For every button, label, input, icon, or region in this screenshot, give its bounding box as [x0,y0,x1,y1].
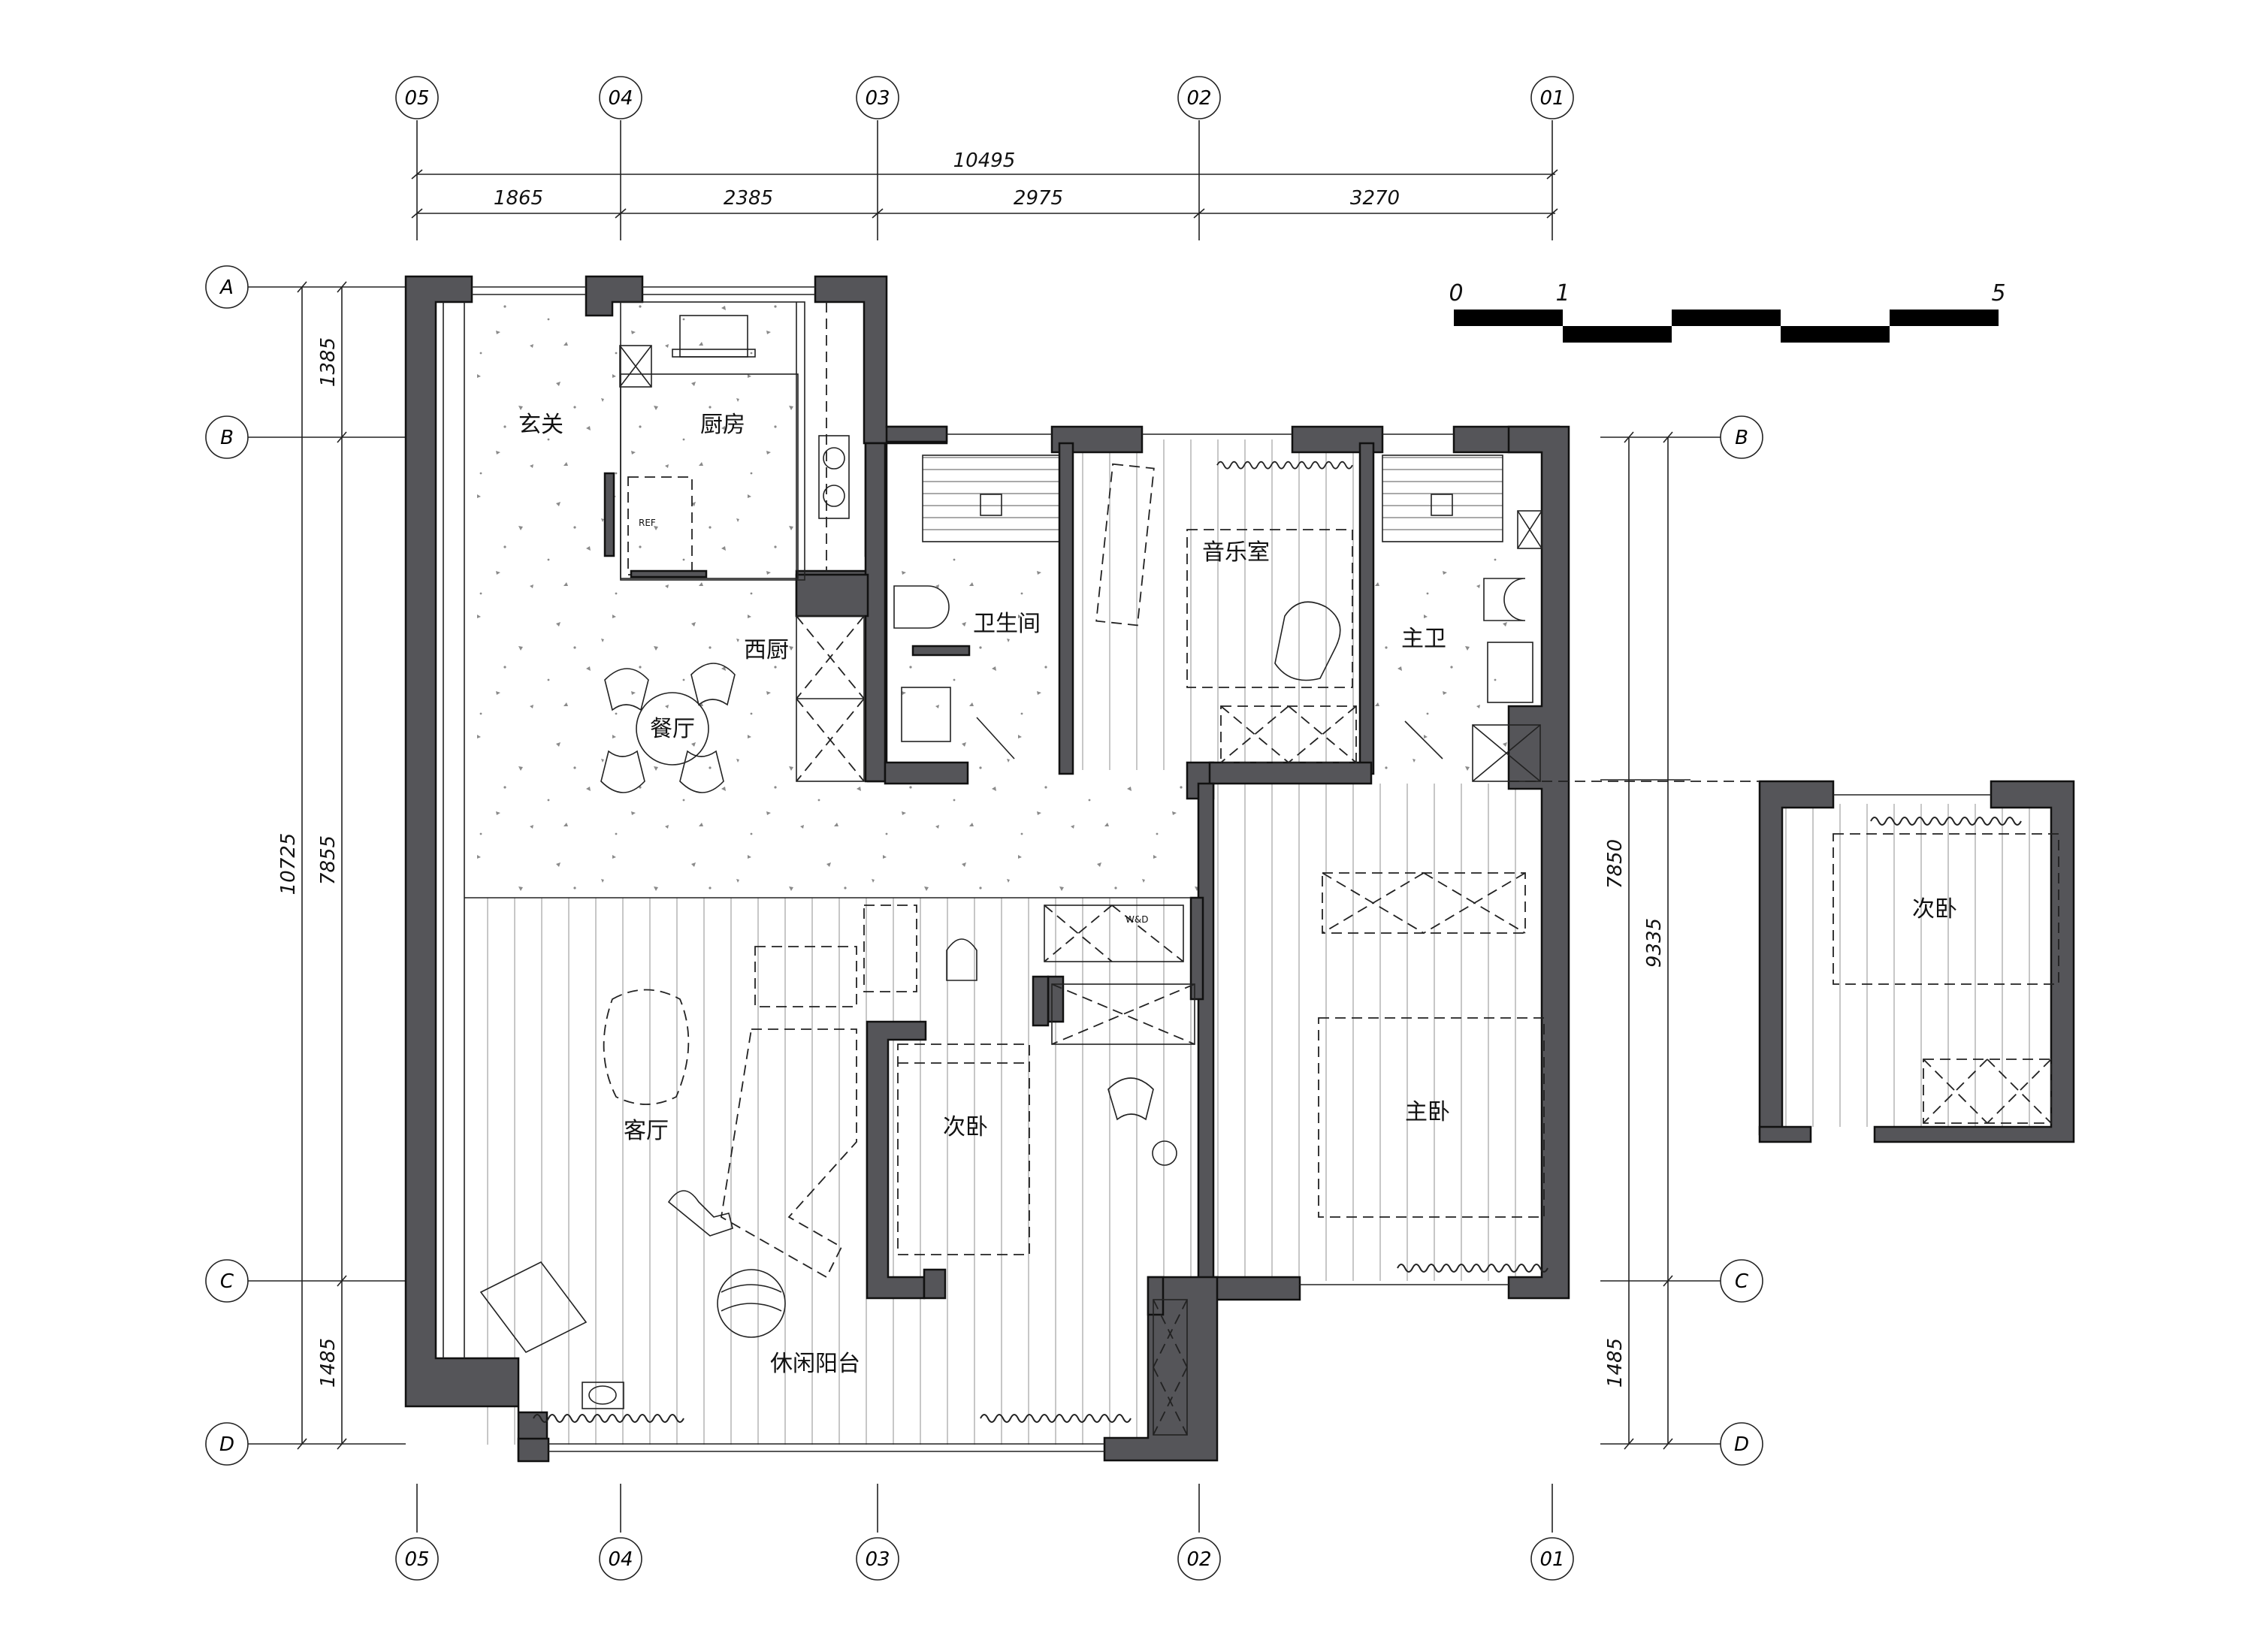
axis-bubble-D-right: D [1720,1422,1763,1466]
svg-text:C: C [1735,1270,1749,1293]
axis-bubble-05-bottom: 05 [395,1537,439,1581]
axis-bubble-B: B [205,415,249,459]
top-dimension-lines [411,120,1558,240]
alt-bedroom-furniture [1509,781,2059,1124]
svg-text:01: 01 [1539,87,1564,110]
bottom-axis-bubbles: 05 04 03 02 01 [395,1484,1574,1581]
fridge-label: REF [639,518,656,528]
right-axis-bubbles: B C D [1720,415,1763,1466]
top-axis-bubbles: 05 04 03 02 01 [395,76,1574,119]
svg-text:A: A [219,276,234,299]
west-kitchen-cabinets [796,615,865,782]
walls [404,275,2075,1463]
floor-fills [470,302,2062,1445]
room-labels: 玄关 厨房 西厨 餐厅 卫生间 音乐室 主卫 客厅 次卧 主卧 休闲阳台 次卧 [518,412,1957,1377]
axis-bubble-C-right: C [1720,1259,1763,1303]
room-label-dining: 餐厅 [650,716,695,742]
axis-bubble-01: 01 [1530,76,1574,119]
svg-text:04: 04 [608,87,633,110]
room-label-second-bedroom: 次卧 [943,1114,988,1140]
living-room-furniture: W&D [479,905,1188,1436]
room-label-entry: 玄关 [518,412,564,438]
dimension-7850: 7850 [1604,839,1627,889]
kitchen-fixtures: REF [603,301,850,581]
scale-label-1: 1 [1555,280,1570,307]
secondary-bedroom-furniture [897,983,1195,1255]
dining-set [600,663,736,793]
dimension-1485-left: 1485 [317,1338,340,1388]
axis-bubble-04: 04 [599,76,642,119]
right-dimension-lines [1600,431,1721,1450]
axis-bubble-D: D [205,1422,249,1466]
room-label-balcony: 休闲阳台 [770,1351,860,1377]
room-label-music-room: 音乐室 [1202,539,1270,566]
axis-bubble-A: A [205,265,249,309]
svg-text:03: 03 [865,87,890,110]
overall-dimension: 10495 [953,149,1016,172]
svg-text:B: B [1735,427,1748,449]
dimension-7855: 7855 [317,835,340,885]
left-axis-bubbles: A B C D [205,265,249,1466]
scale-label-0: 0 [1449,280,1463,307]
axis-bubble-02: 02 [1177,76,1221,119]
left-dimension-lines [248,281,406,1450]
dimension-10725: 10725 [277,833,300,895]
room-label-master-bath: 主卫 [1401,626,1446,652]
dimension-1385: 1385 [317,337,340,387]
dimension-9335: 9335 [1643,918,1666,968]
svg-text:05: 05 [404,87,429,110]
window-lines [443,286,1991,1452]
axis-bubble-B-right: B [1720,415,1763,459]
room-label-alt-second-bedroom: 次卧 [1912,896,1957,923]
axis-bubble-02-bottom: 02 [1177,1537,1221,1581]
room-label-master-bedroom: 主卧 [1405,1099,1450,1125]
scale-bar: 0 1 5 [1449,280,2006,343]
svg-text:03: 03 [865,1548,890,1571]
room-label-living: 客厅 [624,1118,669,1144]
axis-bubble-C: C [205,1259,249,1303]
svg-text:D: D [1734,1433,1749,1456]
svg-text:B: B [220,427,234,449]
axis-bubble-03: 03 [856,76,899,119]
dimension-2385: 2385 [724,187,773,210]
axis-bubble-03-bottom: 03 [856,1537,899,1581]
svg-text:05: 05 [404,1548,429,1571]
dimension-2975: 2975 [1014,187,1063,210]
svg-text:02: 02 [1186,87,1211,110]
master-bedroom-furniture [1318,872,1548,1273]
axis-bubble-04-bottom: 04 [599,1537,642,1581]
svg-text:D: D [219,1433,234,1456]
room-label-bathroom: 卫生间 [973,611,1041,637]
dimension-3270: 3270 [1350,187,1400,210]
svg-text:01: 01 [1539,1548,1564,1571]
room-label-western-kitchen: 西厨 [744,637,789,663]
washer-dryer-label: W&D [1125,914,1148,925]
svg-text:02: 02 [1186,1548,1211,1571]
svg-text:C: C [220,1270,234,1293]
music-room-furniture [1095,461,1357,763]
dimension-1485-right: 1485 [1604,1338,1627,1388]
dimension-1865: 1865 [494,187,543,210]
svg-text:04: 04 [608,1548,633,1571]
bathroom-fixtures [893,494,1542,782]
axis-bubble-01-bottom: 01 [1530,1537,1574,1581]
room-label-kitchen: 厨房 [700,412,745,438]
scale-label-5: 5 [1991,280,2005,307]
axis-bubble-05: 05 [395,76,439,119]
